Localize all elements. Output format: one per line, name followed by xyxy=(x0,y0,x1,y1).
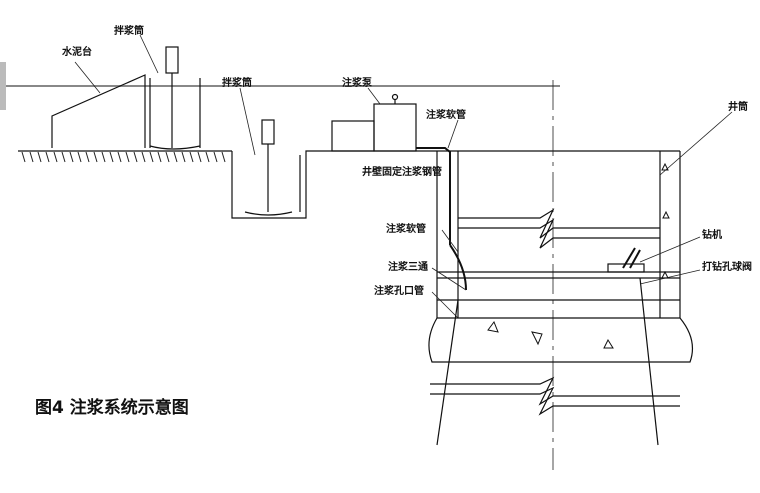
break-line-upper xyxy=(458,208,660,239)
drill-rig-mast xyxy=(622,247,636,269)
drill-rig-leader xyxy=(639,236,701,263)
soft-pipe-top-leader xyxy=(447,119,459,149)
mixer-2-pit xyxy=(231,150,420,219)
drill-rig-base xyxy=(607,263,645,273)
figure-caption: 图4 注浆系统示意图 xyxy=(35,397,189,418)
shaft-leader xyxy=(659,111,733,176)
break-line-lower xyxy=(430,376,680,406)
grout-pump-motor xyxy=(373,103,417,152)
tee-leader xyxy=(431,267,467,291)
mixer-1-leader xyxy=(139,34,159,74)
label-grout-tee: 注浆三通 xyxy=(388,260,428,273)
borehole-right xyxy=(639,277,659,446)
label-cement-platform: 水泥台 xyxy=(61,45,92,58)
drill-valve-leader xyxy=(639,269,701,285)
mixer-2-blade xyxy=(244,211,293,216)
label-drill-valve: 打钻孔球阀 xyxy=(702,260,752,273)
cement-platform xyxy=(51,74,146,148)
grout-pipe-upper xyxy=(416,147,451,245)
pump-gauge xyxy=(391,93,399,101)
edge-mark xyxy=(0,62,6,110)
label-drill-rig: 钻机 xyxy=(702,228,722,241)
label-wall-fixed-pipe: 井壁固定注浆钢管 xyxy=(362,165,442,178)
break-line-upper-2 xyxy=(458,218,660,249)
concrete-marks xyxy=(487,162,670,349)
soft-pipe-mid-leader xyxy=(441,229,459,253)
mixer-2-motor xyxy=(261,119,275,145)
shaft-bottom-plug xyxy=(428,317,693,363)
break-line-lower-2 xyxy=(430,386,680,416)
label-soft-pipe-top: 注浆软管 xyxy=(426,108,466,121)
mixer-1-motor xyxy=(165,46,179,74)
mixer-2-leader xyxy=(239,87,256,156)
grout-pipe-mid xyxy=(449,244,467,291)
mixer-1-blade xyxy=(149,145,201,150)
cement-platform-leader xyxy=(74,61,101,94)
label-soft-pipe-mid: 注浆软管 xyxy=(386,222,426,235)
label-grout-pump: 注浆泵 xyxy=(342,76,373,89)
grout-pump-leader xyxy=(367,87,381,105)
orifice-leader xyxy=(431,291,459,319)
label-mixer-1: 拌浆筒 xyxy=(113,24,144,37)
ground-hatch xyxy=(21,151,226,163)
label-mixer-2: 拌浆筒 xyxy=(221,76,252,89)
label-shaft: 井筒 xyxy=(728,100,748,113)
borehole-left xyxy=(436,299,459,446)
grout-pump-body xyxy=(331,120,375,152)
drill-rig-mast-2 xyxy=(629,249,641,269)
label-orifice-pipe: 注浆孔口管 xyxy=(374,284,424,297)
